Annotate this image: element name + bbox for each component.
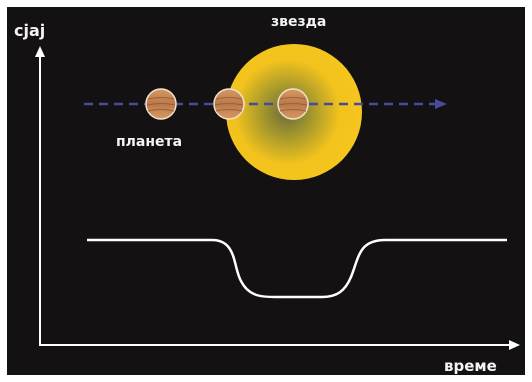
planet-position-2 (213, 88, 245, 120)
transit-diagram: сјај звезда планета време (7, 7, 525, 375)
transit-path-arrowhead (435, 99, 447, 109)
planet-position-1 (145, 88, 177, 120)
y-axis-arrowhead (35, 46, 45, 57)
star-label: звезда (271, 14, 326, 30)
y-axis-label: сјај (14, 21, 45, 40)
light-curve (87, 238, 507, 299)
planet-label: планета (116, 134, 182, 150)
x-axis-label: време (444, 357, 497, 375)
planet-position-3 (277, 88, 309, 120)
diagram-canvas: сјај звезда планета време (14, 14, 520, 375)
x-axis-arrowhead (509, 340, 520, 350)
